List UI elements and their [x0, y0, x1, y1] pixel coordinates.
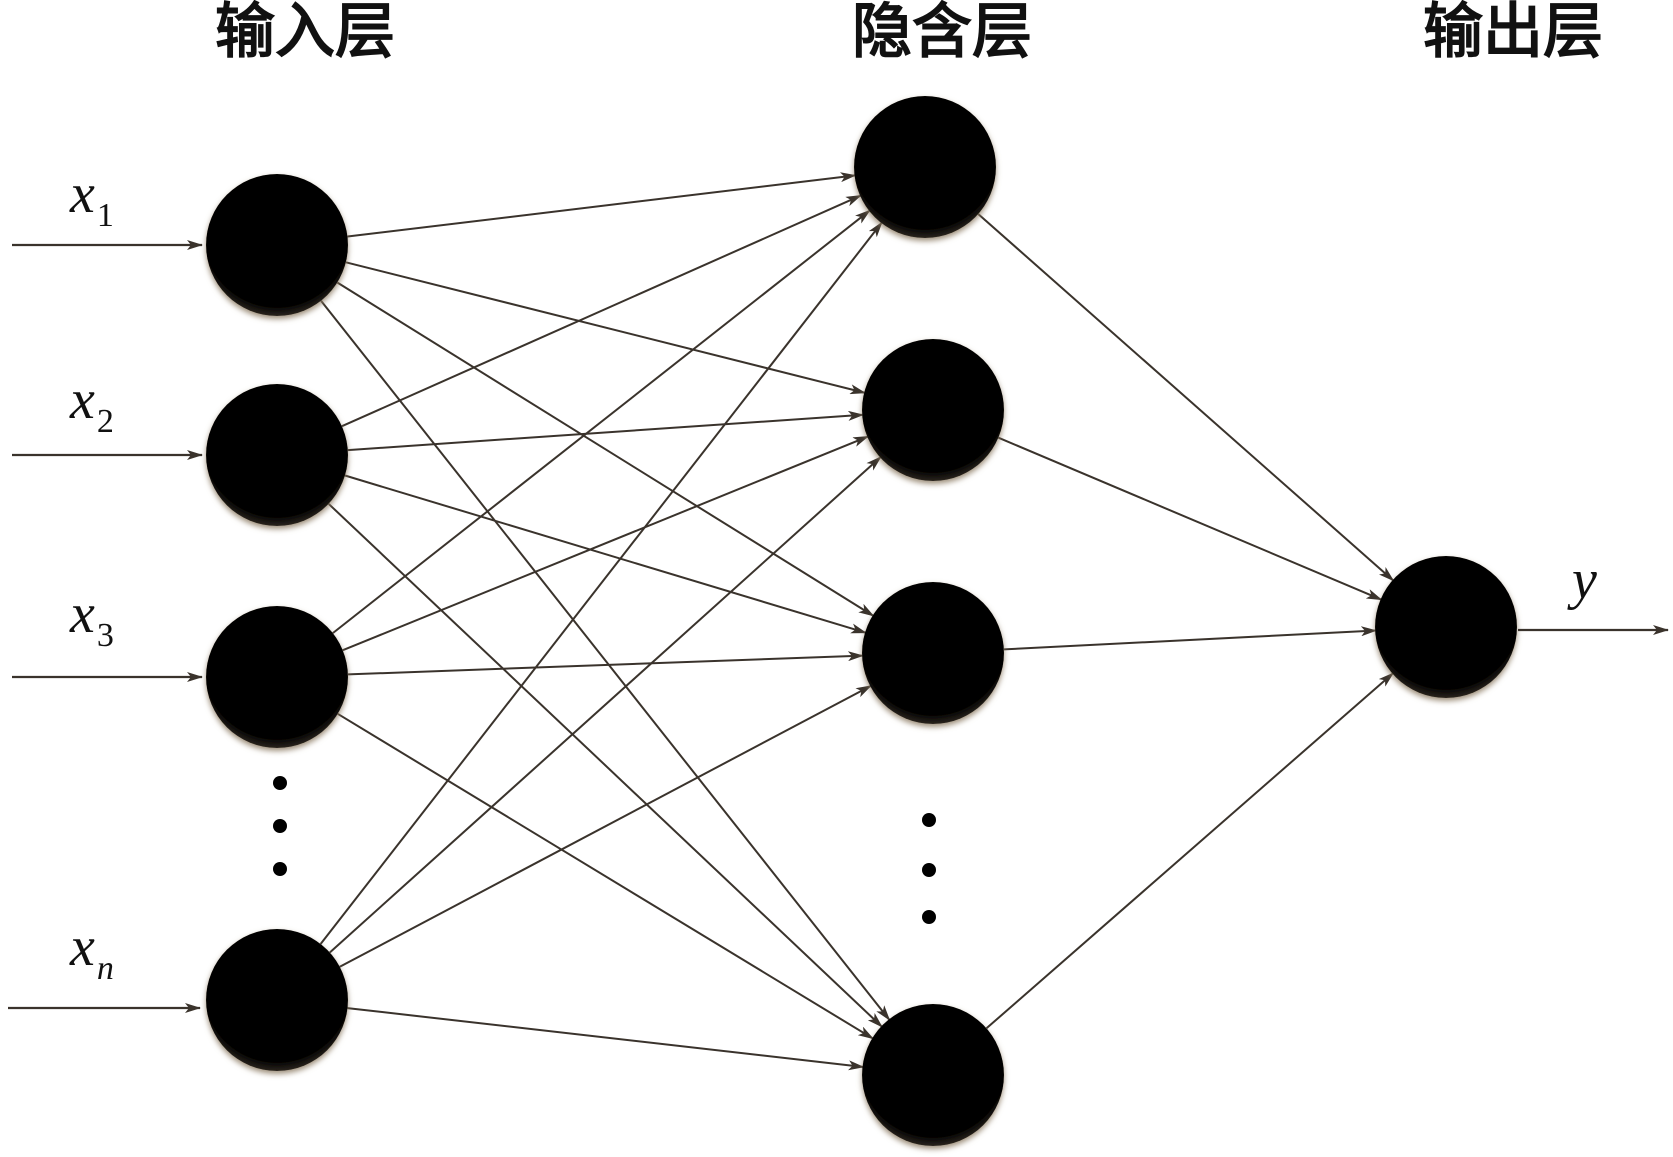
- edge-input-hidden-3-4: [337, 712, 875, 1040]
- edge-input-hidden-2-4: [327, 503, 883, 1028]
- edge-input-hidden-1-4: [320, 300, 891, 1021]
- edge-input-hidden-3-2: [342, 435, 870, 652]
- input-label-x2: x2: [69, 369, 114, 440]
- hidden-node-1: [854, 96, 996, 238]
- edge-input-hidden-4-1: [319, 221, 883, 945]
- input-arrows: [8, 240, 203, 1013]
- input-node-3: [206, 606, 348, 748]
- input-layer-title: 输入层: [215, 0, 395, 67]
- edge-input-hidden-1-1: [347, 172, 857, 238]
- edge-input-hidden-4-3: [339, 684, 872, 968]
- hidden-node-2: [862, 339, 1004, 481]
- edge-hidden-output-1-1: [977, 213, 1395, 582]
- edge-input-hidden-1-2: [345, 261, 867, 395]
- ellipsis-dot: [922, 813, 936, 827]
- hidden-layer-title: 隐含层: [852, 0, 1032, 67]
- edge-input-hidden-4-2: [329, 456, 882, 954]
- ellipsis-dot: [922, 910, 936, 924]
- edge-hidden-output-4-1: [985, 672, 1395, 1030]
- input-ellipsis: [273, 776, 287, 876]
- ellipsis-dot: [273, 819, 287, 833]
- input-node-1: [206, 174, 348, 316]
- edge-input-hidden-3-1: [332, 209, 871, 634]
- input-node-2: [206, 384, 348, 526]
- connections: [319, 172, 1395, 1071]
- ellipsis-dot: [922, 863, 936, 877]
- edge-hidden-output-2-1: [998, 436, 1383, 601]
- input-node-n: [206, 929, 348, 1071]
- hidden-node-3: [862, 582, 1004, 724]
- hidden-ellipsis: [922, 813, 936, 924]
- ellipsis-dot: [273, 862, 287, 876]
- output-layer-title: 输出层: [1423, 0, 1603, 67]
- edge-input-hidden-4-4: [347, 1007, 865, 1071]
- ellipsis-dot: [273, 776, 287, 790]
- edge-input-hidden-2-3: [344, 474, 867, 634]
- input-label-xn: xn: [69, 916, 114, 987]
- edge-input-hidden-1-3: [336, 281, 875, 617]
- hidden-node-n: [862, 1004, 1004, 1146]
- input-labels: x1 x2 x3 xn: [69, 163, 114, 987]
- edge-input-hidden-2-1: [341, 194, 862, 428]
- edge-input-hidden-2-2: [347, 410, 865, 452]
- edge-hidden-output-3-1: [1003, 626, 1378, 651]
- output-node: [1375, 556, 1517, 698]
- edge-input-hidden-3-3: [347, 651, 864, 676]
- input-label-x1: x1: [69, 163, 114, 234]
- output-label-y: y: [1567, 549, 1597, 611]
- input-label-x3: x3: [69, 583, 114, 654]
- nodes: [206, 96, 1517, 1146]
